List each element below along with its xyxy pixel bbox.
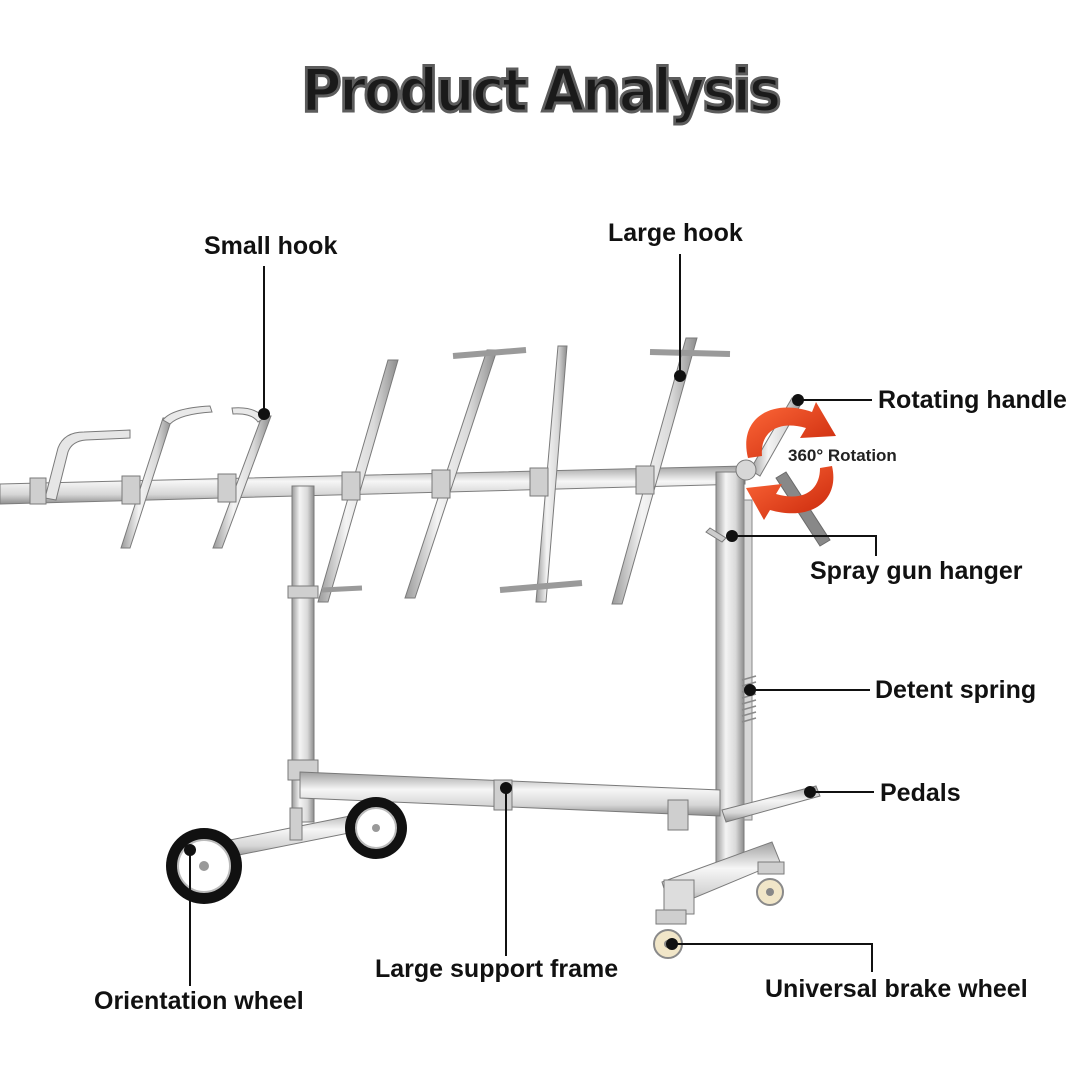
orientation-wheel-back (345, 797, 407, 859)
universal-brake-wheel-back (756, 861, 785, 906)
orientation-wheel-front (166, 828, 242, 904)
pedal (721, 785, 821, 823)
rail-clamps (29, 465, 655, 505)
dot-universal-brake-wheel (666, 938, 678, 950)
leader-lines (189, 254, 877, 986)
label-rotating-handle: Rotating handle (878, 386, 1067, 414)
leader-universal-brake-wheel (672, 943, 873, 972)
leader-dots (184, 370, 816, 950)
label-orientation-wheel: Orientation wheel (94, 987, 304, 1015)
label-large-support-frame: Large support frame (375, 955, 619, 983)
label-large-hook: Large hook (608, 219, 743, 247)
universal-brake-wheel-front (653, 909, 687, 959)
dot-detent-spring (744, 684, 756, 696)
dot-large-hook (674, 370, 686, 382)
label-detent-spring: Detent spring (875, 676, 1037, 704)
rotation-arrow-icon (746, 402, 836, 520)
page-title: Product Analysis (300, 55, 783, 128)
label-pedals: Pedals (880, 779, 961, 807)
dot-rotating-handle (792, 394, 804, 406)
spring-coils (741, 675, 757, 723)
dot-spray-gun-hanger (726, 530, 738, 542)
label-spray-gun-hanger: Spray gun hanger (810, 557, 1023, 585)
label-small-hook: Small hook (204, 232, 338, 260)
dot-large-support-frame (500, 782, 512, 794)
left-upright (287, 485, 319, 823)
right-base (661, 841, 781, 915)
dot-pedals (804, 786, 816, 798)
small-hook-arms (44, 405, 272, 549)
dot-small-hook (258, 408, 270, 420)
label-universal-brake-wheel: Universal brake wheel (765, 975, 1028, 1003)
dot-orientation-wheel (184, 844, 196, 856)
top-rail (0, 465, 746, 505)
label-rotation: 360° Rotation (788, 446, 897, 465)
leader-spray-gun-hanger (732, 535, 877, 556)
